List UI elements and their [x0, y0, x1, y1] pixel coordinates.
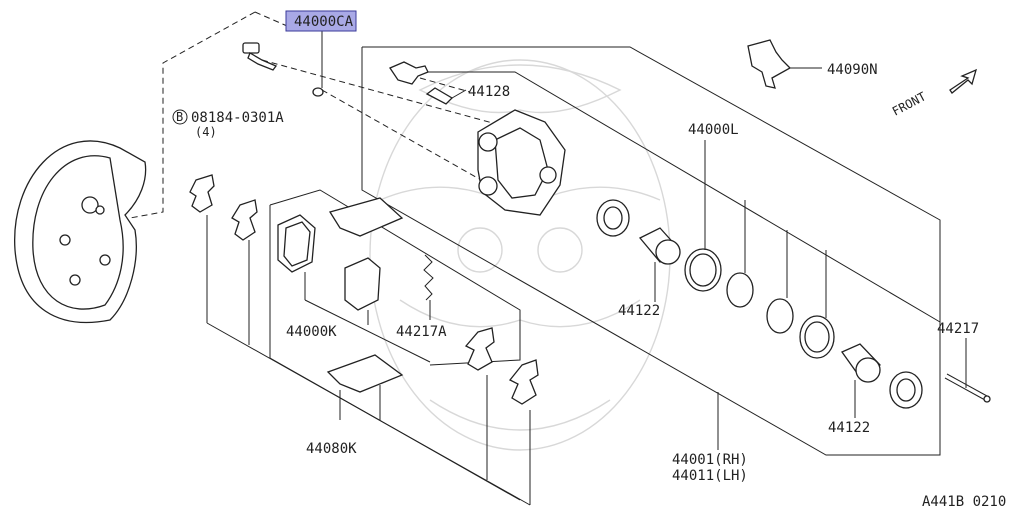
bolt-qty-label: (4) — [195, 125, 217, 139]
dust-boot-1 — [726, 272, 754, 308]
piston-upper — [638, 227, 681, 265]
highlight-box[interactable] — [285, 10, 357, 32]
pin-bolt — [425, 87, 467, 105]
bolt-circle-letter: B — [176, 110, 183, 124]
brake-pad-2 — [344, 257, 381, 311]
seal-upper — [596, 199, 630, 237]
pad-clip-1 — [189, 174, 215, 213]
pad-leader-2 — [304, 299, 431, 363]
brake-pad-1 — [277, 214, 316, 273]
piston-upper-label[interactable]: 44122 — [618, 303, 660, 319]
pad-shim-label[interactable]: 44217A — [396, 324, 447, 340]
anti-rattle-plate-lower — [326, 354, 404, 393]
part-44000CA-label[interactable]: 44000CA — [294, 14, 354, 30]
pin-bolt-label[interactable]: 44128 — [468, 84, 510, 100]
piston-lower-label[interactable]: 44122 — [828, 420, 870, 436]
bolt-circle-icon — [172, 109, 188, 125]
caliper-outline — [361, 46, 941, 456]
seal-ring-2 — [799, 315, 835, 359]
pad-shim — [423, 254, 434, 320]
seal-lower — [889, 371, 923, 409]
pin-label[interactable]: 44217 — [937, 321, 979, 337]
pad-clip-kit-label[interactable]: 44080K — [306, 441, 357, 457]
pad-kit-label[interactable]: 44000K — [286, 324, 337, 340]
seal-ring-1 — [684, 248, 722, 292]
front-label: FRONT — [890, 89, 928, 118]
caliper-body — [477, 109, 566, 216]
bleeder-screw — [389, 61, 429, 85]
seal-kit-label[interactable]: 44000L — [688, 122, 739, 138]
caliper-rh-label[interactable]: 44001(RH) — [672, 452, 748, 468]
backing-plate — [14, 140, 147, 324]
pad-clip-2 — [231, 199, 258, 241]
diagram-code-label: A441B 0210 — [922, 494, 1006, 510]
seal-kit-bracket — [420, 71, 941, 323]
caliper-lh-label[interactable]: 44011(LH) — [672, 468, 748, 484]
caliper-pin — [944, 338, 991, 403]
spring-clip-label[interactable]: 44090N — [827, 62, 878, 78]
mounting-bolt — [242, 42, 278, 71]
mounting-dashed-outline — [129, 11, 501, 219]
anti-rattle-plate-upper — [328, 197, 404, 237]
dust-boot-2 — [766, 298, 794, 334]
piston-lower — [841, 343, 881, 383]
spring-clip — [747, 39, 822, 89]
front-arrow-icon — [949, 68, 978, 94]
bolt-ref-label[interactable]: 08184-0301A — [191, 110, 284, 126]
clip-leader-lines — [206, 215, 531, 506]
washer — [312, 30, 324, 97]
pad-clip-4 — [508, 359, 539, 405]
pad-clip-3 — [464, 327, 495, 371]
